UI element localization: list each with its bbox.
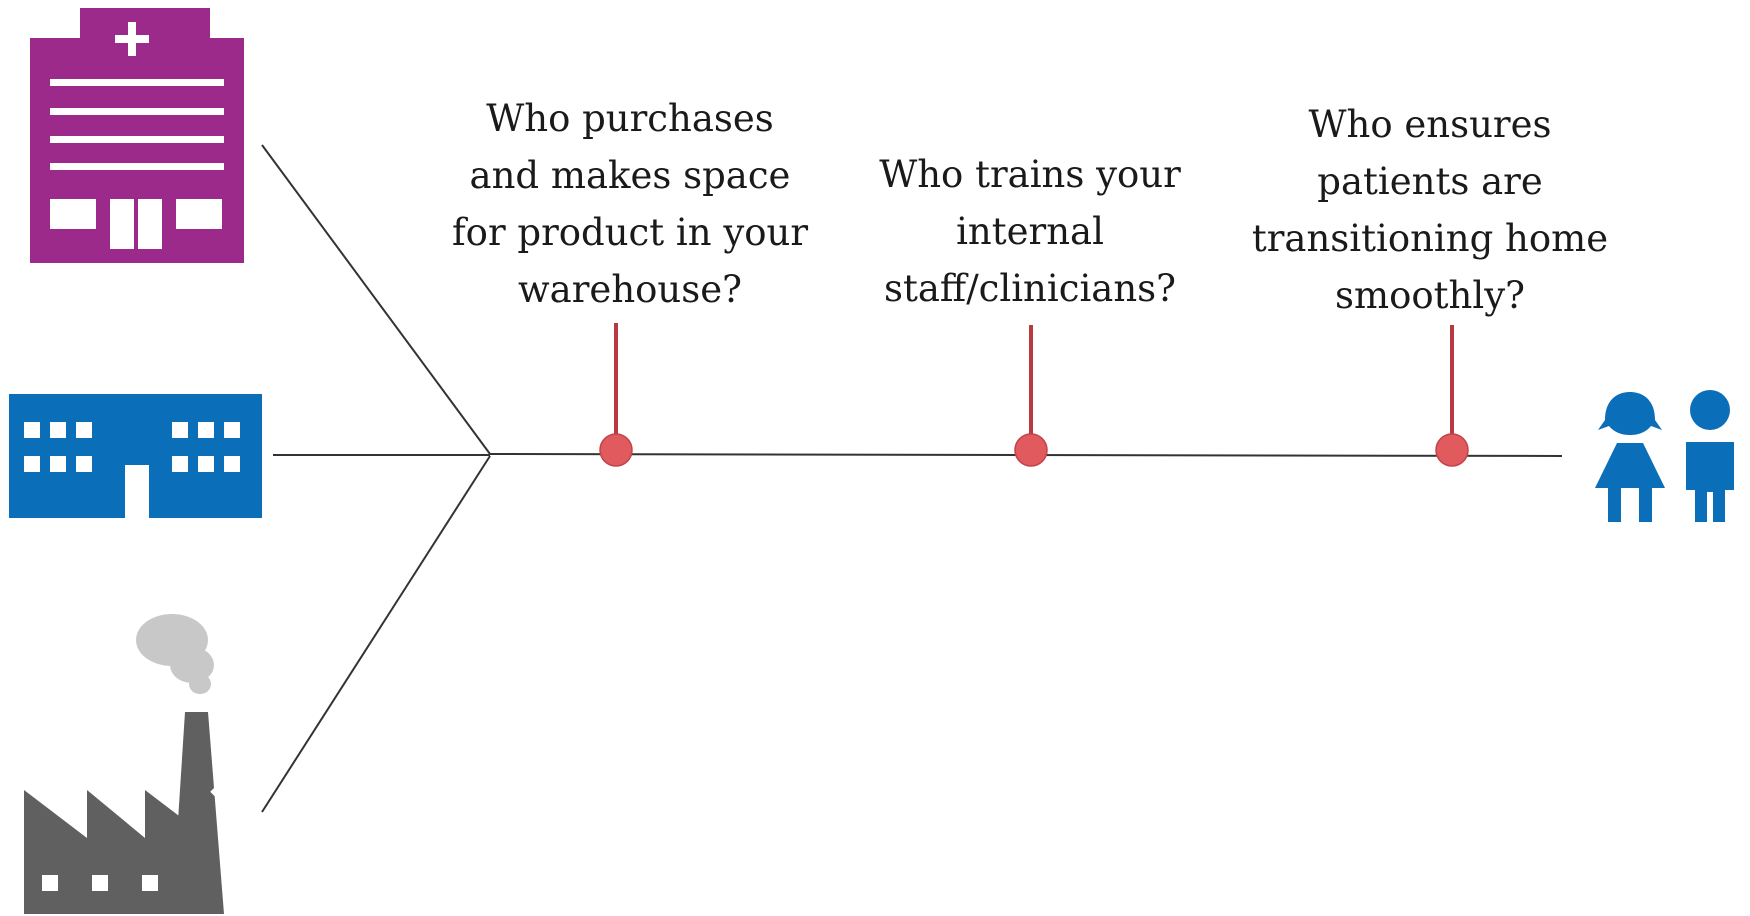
- factory-body: [24, 790, 216, 914]
- factory-icon: [24, 614, 231, 915]
- question-line: warehouse?: [518, 268, 742, 311]
- factory-windows: [42, 875, 158, 891]
- clinic-windows-right: [172, 422, 240, 472]
- marker-dot: [1435, 433, 1469, 467]
- question-line: Who ensures: [1308, 103, 1552, 146]
- question-line: Who purchases: [486, 97, 774, 140]
- question-transition-home: Who ensures patients are transitioning h…: [1230, 96, 1630, 324]
- hospital-door-left: [110, 199, 134, 249]
- question-line: and makes space: [469, 154, 791, 197]
- patient-boy-icon: [1686, 390, 1734, 522]
- smoke-cloud: [136, 614, 214, 694]
- question-line: patients are: [1317, 160, 1543, 203]
- patient-girl-icon: [1595, 392, 1665, 522]
- hospital-icon: [30, 8, 244, 263]
- hospital-connector-line: [261, 144, 491, 455]
- factory-chimney-edge: [210, 788, 231, 915]
- hospital-window: [50, 199, 96, 229]
- hospital-window-row: [50, 108, 224, 115]
- question-line: smoothly?: [1335, 274, 1525, 317]
- clinic-windows-left: [24, 422, 92, 472]
- hospital-window-row: [50, 163, 224, 170]
- question-training: Who trains your internal staff/clinician…: [830, 146, 1230, 317]
- hospital-cross-horizontal: [115, 35, 149, 43]
- question-marker-2: [1014, 325, 1048, 467]
- question-line: transitioning home: [1251, 217, 1609, 260]
- hospital-door-right: [138, 199, 162, 249]
- hospital-window-row: [50, 79, 224, 86]
- question-purchasing: Who purchases and makes space for produc…: [430, 90, 830, 318]
- hospital-window: [176, 199, 222, 229]
- connector-lines: [261, 144, 491, 813]
- question-line: internal: [956, 210, 1104, 253]
- patients-icon: [1595, 390, 1734, 522]
- hospital-window-row: [50, 136, 224, 143]
- question-line: for product in your: [451, 211, 809, 254]
- marker-dot: [1014, 433, 1048, 467]
- question-line: staff/clinicians?: [884, 267, 1176, 310]
- factory-connector-line: [261, 455, 491, 813]
- marker-dot: [599, 433, 633, 467]
- clinic-building-icon: [9, 394, 262, 518]
- question-marker-3: [1435, 325, 1469, 467]
- question-line: Who trains your: [879, 153, 1181, 196]
- question-marker-1: [599, 323, 633, 467]
